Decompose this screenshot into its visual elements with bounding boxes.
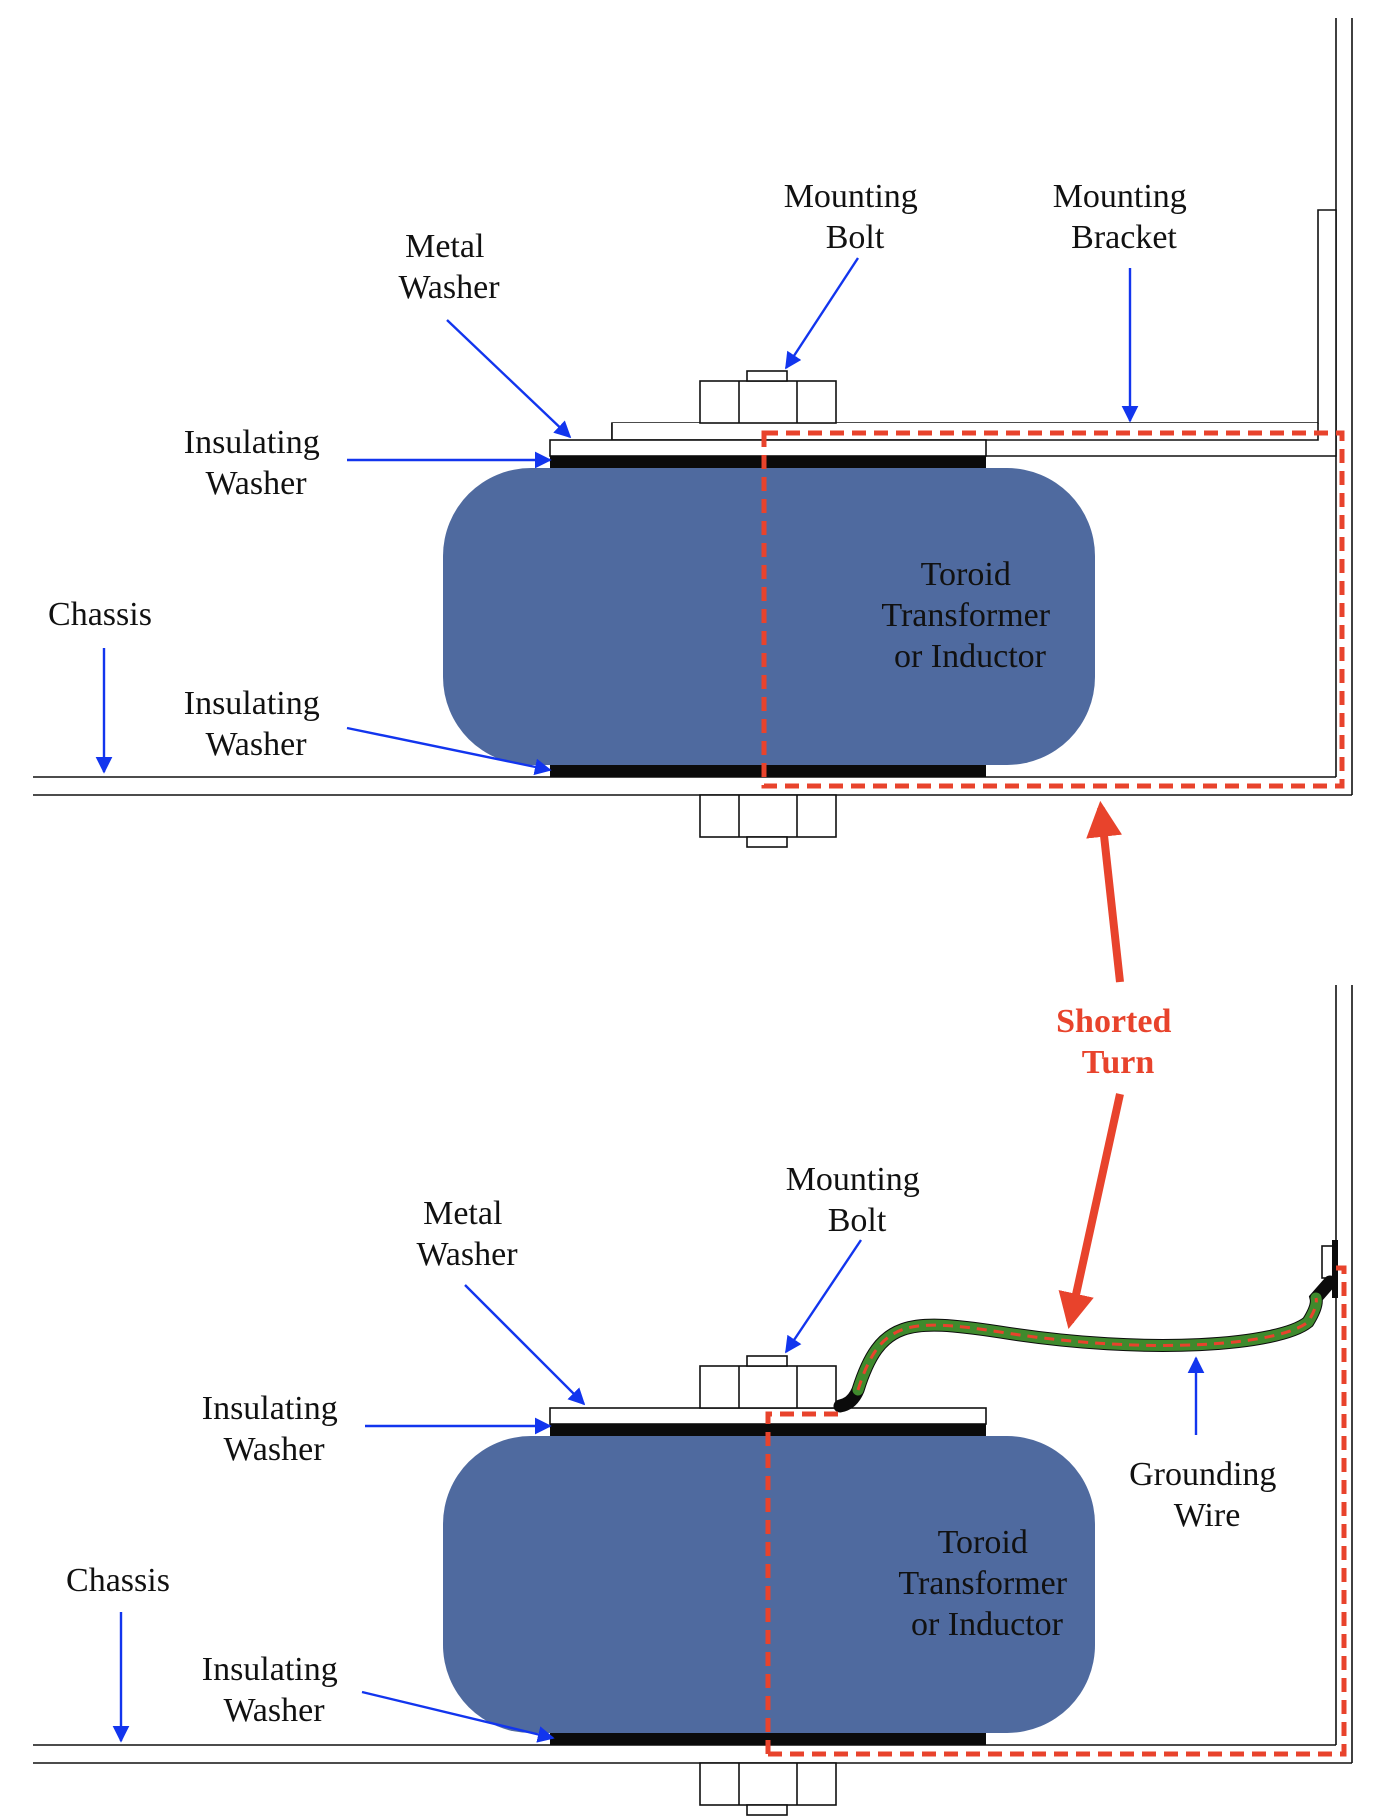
chassis-label: Chassis bbox=[66, 1562, 170, 1599]
mounting-bolt-pointer bbox=[784, 257, 860, 370]
insulating-washer-top bbox=[550, 1424, 986, 1436]
enclosure-wall bbox=[1335, 985, 1353, 1763]
insulating-washer-bottom-label: Insulating Washer bbox=[184, 685, 328, 763]
bottom-panel: Mounting Bolt Metal Washer Insulating Wa… bbox=[33, 985, 1353, 1816]
toroid-core bbox=[443, 468, 1095, 765]
insulating-washer-bottom bbox=[550, 1733, 986, 1745]
toroid-core bbox=[443, 1436, 1095, 1733]
metal-washer bbox=[549, 439, 987, 457]
grounding-wire bbox=[833, 1275, 1337, 1413]
shorted-turn-arrow-down bbox=[1058, 1093, 1124, 1330]
metal-washer-pointer bbox=[446, 319, 572, 439]
bolt-head bbox=[699, 1355, 837, 1409]
metal-washer-label: Metal Washer bbox=[416, 1195, 518, 1273]
shorted-turn-path bbox=[761, 430, 1345, 789]
toroid-label: Toroid Transformer or Inductor bbox=[881, 556, 1058, 675]
metal-washer-label: Metal Washer bbox=[398, 228, 500, 306]
mounting-bolt-pointer bbox=[785, 1239, 862, 1354]
insulating-washer-bottom-pointer bbox=[361, 1690, 555, 1743]
mounting-bracket-label: Mounting Bracket bbox=[1053, 178, 1196, 256]
insulating-washer-top bbox=[550, 456, 986, 468]
top-panel: Mounting Bolt Mounting Bracket Metal Was… bbox=[33, 18, 1353, 848]
insulating-washer-bottom-pointer bbox=[346, 726, 552, 776]
grounding-wire-label: Grounding Wire bbox=[1129, 1456, 1285, 1534]
insulating-washer-top-label: Insulating Washer bbox=[184, 424, 328, 502]
chassis-label: Chassis bbox=[48, 596, 152, 633]
metal-washer-pointer bbox=[464, 1284, 586, 1406]
shorted-turn-label: Shorted Turn bbox=[1056, 1003, 1180, 1081]
shorted-turn-path bbox=[765, 1265, 1347, 1757]
bottom-nut bbox=[699, 794, 837, 848]
bottom-nut bbox=[699, 1762, 837, 1816]
chassis-plate bbox=[33, 776, 1352, 796]
insulating-washer-top-label: Insulating Washer bbox=[202, 1390, 346, 1468]
insulating-washer-bottom-label: Insulating Washer bbox=[202, 1651, 346, 1729]
shorted-turn-callout: Shorted Turn bbox=[1056, 800, 1180, 1330]
toroid-label: Toroid Transformer or Inductor bbox=[898, 1524, 1075, 1643]
mounting-bolt-label: Mounting Bolt bbox=[786, 1161, 929, 1239]
mounting-bolt-label: Mounting Bolt bbox=[784, 178, 927, 256]
shorted-turn-arrow-up bbox=[1086, 800, 1124, 983]
insulating-washer-bottom bbox=[550, 765, 986, 777]
bolt-head bbox=[699, 370, 837, 424]
